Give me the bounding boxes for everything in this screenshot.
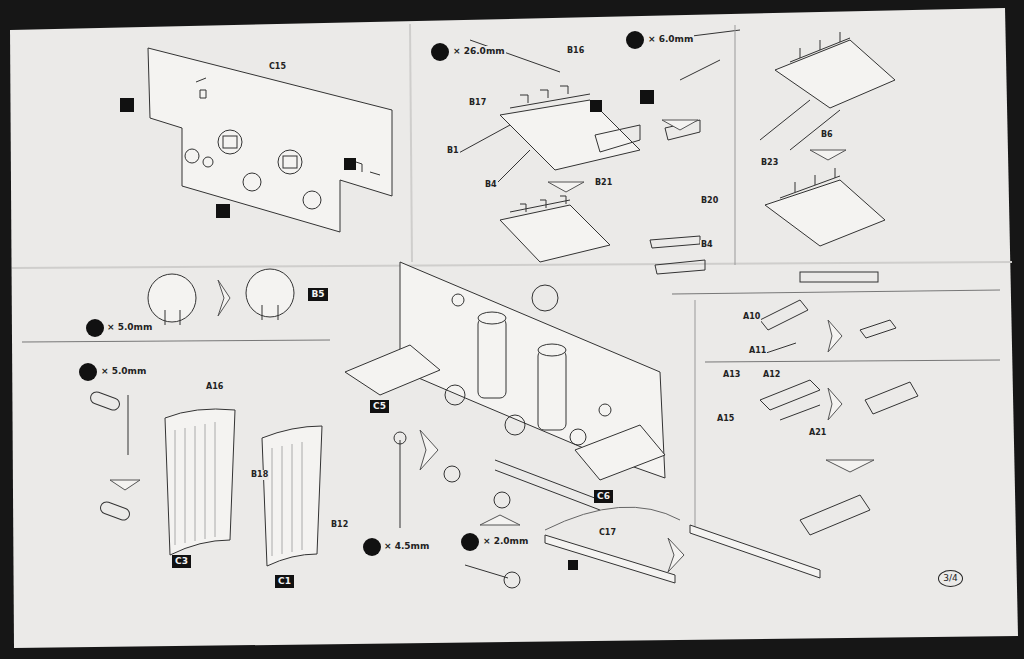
part-number: B5 (311, 290, 324, 299)
part-number-box: C5 (370, 400, 389, 413)
dimension-label: × 5.0mm (100, 366, 147, 377)
part-number-box: C6 (594, 490, 613, 503)
callout-number: B16 (566, 46, 585, 56)
dimension-label: × 6.0mm (647, 34, 694, 45)
callout-number: A13 (722, 370, 741, 380)
callout-number: B6 (820, 130, 834, 140)
callout-number: A11 (748, 346, 767, 356)
callout-number: B20 (700, 196, 719, 206)
callout-number: C17 (598, 528, 617, 538)
part-number: C6 (597, 492, 610, 501)
callout-number: B23 (760, 158, 779, 168)
dimension-label: × 2.0mm (482, 536, 529, 547)
part-number: C1 (278, 577, 291, 586)
part-number: 3/4 (943, 574, 957, 583)
callout-number: B17 (468, 98, 487, 108)
part-number-box: C1 (275, 575, 294, 588)
callout-number: B21 (594, 178, 613, 188)
part-number: C3 (175, 557, 188, 566)
dimension-label: × 5.0mm (106, 322, 153, 333)
callout-number: A16 (205, 382, 224, 392)
tag-box (800, 272, 878, 282)
callout-number: B4 (700, 240, 714, 250)
callout-number: B18 (250, 470, 269, 480)
dimension-label: × 4.5mm (383, 541, 430, 552)
part-number: C5 (373, 402, 386, 411)
callout-number: B4 (484, 180, 498, 190)
callout-number: A12 (762, 370, 781, 380)
part-number-box: B5 (308, 288, 328, 301)
callout-number: A21 (808, 428, 827, 438)
callout-number: A15 (716, 414, 735, 424)
callout-number: A10 (742, 312, 761, 322)
callout-number: B1 (446, 146, 460, 156)
callout-number: C15 (268, 62, 287, 72)
callout-number: B12 (330, 520, 349, 530)
page-number-circle: 3/4 (938, 570, 963, 587)
dimension-label: × 26.0mm (452, 46, 506, 57)
part-number-box: C3 (172, 555, 191, 568)
